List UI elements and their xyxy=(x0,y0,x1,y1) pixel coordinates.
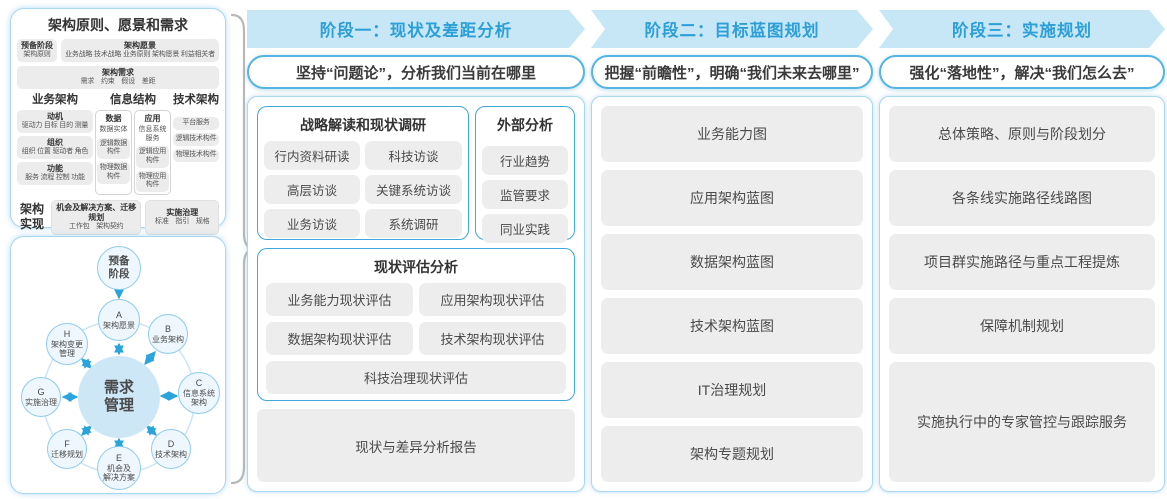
list-item: 同业实践 xyxy=(482,214,568,243)
list-item: 业务能力图 xyxy=(601,106,863,162)
phase-1-subtitle: 坚持“问题论”，分析我们当前在哪里 xyxy=(247,55,585,89)
list-item: 行内资料研读 xyxy=(264,141,360,170)
list-item: 总体策略、原则与阶段划分 xyxy=(889,106,1155,162)
information-arch-column: 信息结构 数据 数据实体 逻辑数据构件 物理数据构件 应用 信息系统服务 逻辑应… xyxy=(95,94,171,196)
list-item: 业务访谈 xyxy=(264,209,360,238)
phase-1-content: 战略解读和现状调研 行内资料研读 科技访谈 高层访谈 关键系统访谈 业务访谈 系… xyxy=(247,96,585,492)
organization-box: 组织 组织 位置 驱动者 角色 xyxy=(17,136,93,159)
list-item: 应用架构现状评估 xyxy=(419,283,566,316)
phase-2-banner: 阶段二：目标蓝图规划 xyxy=(591,10,873,48)
requirement-sub: 需求 约束 假设 差距 xyxy=(80,77,156,85)
vision-box: 架构愿景 业务战略 技术战略 业务原则 架构愿景 利益相关者 xyxy=(61,39,219,62)
prep-vision-row: 预备阶段 架构原则 架构愿景 业务战略 技术战略 业务原则 架构愿景 利益相关者 xyxy=(17,39,219,62)
phase-3-banner: 阶段三：实施规划 xyxy=(879,10,1165,48)
adm-requirements-management: 需求 管理 xyxy=(78,356,160,438)
gap-analysis-report-box: 现状与差异分析报告 xyxy=(257,409,575,482)
phase-2-subtitle: 把握“前瞻性”，明确“我们未来去哪里” xyxy=(591,55,873,89)
prep-phase-box: 预备阶段 架构原则 xyxy=(17,39,57,62)
list-item: 高层访谈 xyxy=(264,175,360,204)
research-group: 战略解读和现状调研 行内资料研读 科技访谈 高层访谈 关键系统访谈 业务访谈 系… xyxy=(257,106,469,240)
phase-3-subtitle: 强化“落地性”，解决“我们怎么去” xyxy=(879,55,1165,89)
list-item: 保障机制规划 xyxy=(889,298,1155,354)
list-item: IT治理规划 xyxy=(601,362,863,418)
vision-title: 架构愿景 xyxy=(124,41,156,50)
architecture-principles-panel: 架构原则、愿景和需求 预备阶段 架构原则 架构愿景 业务战略 技术战略 业务原则… xyxy=(10,8,226,235)
requirement-title: 架构需求 xyxy=(102,67,134,77)
list-item: 数据架构蓝图 xyxy=(601,234,863,290)
phase-2-content: 业务能力图 应用架构蓝图 数据架构蓝图 技术架构蓝图 IT治理规划 架构专题规划 xyxy=(591,96,873,492)
list-item: 项目群实施路径与重点工程提炼 xyxy=(889,234,1155,290)
list-item: 应用架构蓝图 xyxy=(601,170,863,226)
panel-title: 架构原则、愿景和需求 xyxy=(48,17,188,33)
list-item: 业务能力现状评估 xyxy=(266,283,413,316)
center-b-arrow-icon xyxy=(144,351,156,365)
list-item: 行业趋势 xyxy=(482,146,568,175)
assessment-group: 现状评估分析 业务能力现状评估 应用架构现状评估 数据架构现状评估 技术架构现状… xyxy=(257,248,575,401)
list-item: 数据架构现状评估 xyxy=(266,322,413,355)
opportunities-migration-box: 机会及解决方案、迁移规划 工作包 架构契约 xyxy=(51,200,142,235)
function-box: 功能 服务 流程 控制 功能 xyxy=(17,161,93,185)
implementation-label: 架构 实现 xyxy=(19,202,44,232)
list-item: 架构专题规划 xyxy=(601,426,863,482)
adm-prep-stage: 预备 阶段 xyxy=(97,246,141,290)
technology-arch-column: 技术架构 平台服务 逻辑技术构件 物理技术构件 xyxy=(173,94,219,196)
business-arch-column: 业务架构 动机 驱动力 目标 目的 测量 组织 组织 位置 驱动者 角色 功能 … xyxy=(17,94,93,196)
list-item: 科技访谈 xyxy=(365,141,462,170)
list-item: 技术架构现状评估 xyxy=(419,322,566,355)
list-item: 系统调研 xyxy=(365,209,462,238)
technology-arch-header: 技术架构 xyxy=(173,93,219,106)
prep-phase-title: 预备阶段 xyxy=(21,41,53,50)
list-item: 技术架构蓝图 xyxy=(601,298,863,354)
architecture-columns: 业务架构 动机 驱动力 目标 目的 测量 组织 组织 位置 驱动者 角色 功能 … xyxy=(17,94,219,196)
business-arch-header: 业务架构 xyxy=(32,93,78,106)
motivation-box: 动机 驱动力 目标 目的 测量 xyxy=(17,110,93,134)
prep-phase-sub: 架构原则 xyxy=(23,51,51,58)
data-subcolumn: 数据 数据实体 逻辑数据构件 物理数据构件 xyxy=(95,110,132,196)
phase-2-column: 阶段二：目标蓝图规划 把握“前瞻性”，明确“我们未来去哪里” 业务能力图 应用架… xyxy=(591,10,873,492)
phase-3-column: 阶段三：实施规划 强化“落地性”，解决“我们怎么去” 总体策略、原则与阶段划分 … xyxy=(879,10,1165,492)
information-arch-header: 信息结构 xyxy=(110,93,156,106)
list-item: 科技治理现状评估 xyxy=(266,361,566,394)
center-d-arrow-icon xyxy=(146,425,157,436)
list-item: 监管要求 xyxy=(482,180,568,209)
list-item: 实施执行中的专家管控与跟踪服务 xyxy=(889,362,1155,482)
vision-sub: 业务战略 技术战略 业务原则 架构愿景 利益相关者 xyxy=(65,51,215,58)
implementation-governance-box: 实施治理 标准 指引 规格 xyxy=(145,200,219,235)
implementation-row: 架构 实现 机会及解决方案、迁移规划 工作包 架构契约 实施治理 标准 指引 规… xyxy=(17,200,219,235)
list-item: 各条线实施路径线路图 xyxy=(889,170,1155,226)
phase-3-content: 总体策略、原则与阶段划分 各条线实施路径线路图 项目群实施路径与重点工程提炼 保… xyxy=(879,96,1165,492)
phase-1-column: 阶段一：现状及差距分析 坚持“问题论”，分析我们当前在哪里 战略解读和现状调研 … xyxy=(247,10,585,492)
application-subcolumn: 应用 信息系统服务 逻辑应用构件 物理应用构件 xyxy=(134,110,171,196)
phase-1-banner: 阶段一：现状及差距分析 xyxy=(247,10,585,48)
requirement-box: 架构需求 需求 约束 假设 差距 xyxy=(17,65,219,89)
center-h-arrow-icon xyxy=(81,358,92,369)
center-f-arrow-icon xyxy=(81,425,92,436)
external-analysis-group: 外部分析 行业趋势 监管要求 同业实践 xyxy=(475,106,575,243)
list-item: 关键系统访谈 xyxy=(365,175,462,204)
